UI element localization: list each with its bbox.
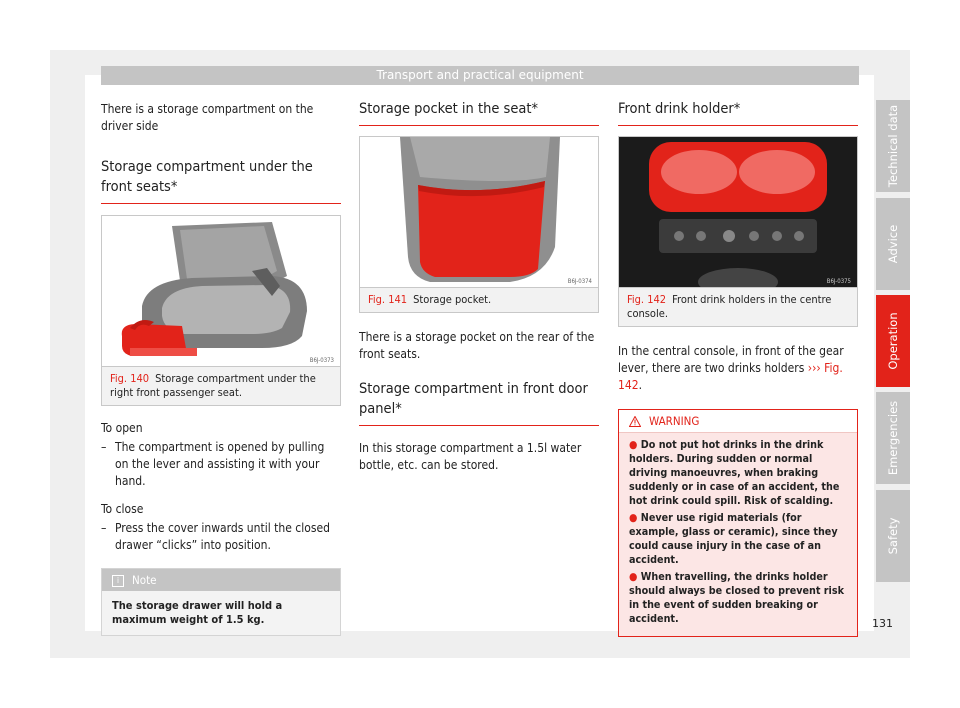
warning-header: WARNING (619, 410, 857, 433)
warning-box: WARNING ● Do not put hot drinks in the d… (618, 409, 858, 637)
figure-code: B6J-0374 (567, 278, 592, 285)
drink-holder-image: B6J-0375 (619, 137, 857, 288)
open-step: – The compartment is opened by pulling o… (101, 439, 341, 490)
drink-holder-text: In the central console, in front of the … (618, 343, 858, 394)
door-panel-text: In this storage compartment a 1.5l water… (359, 441, 582, 472)
bullet-icon: ● (629, 438, 638, 451)
pocket-text: There is a storage pocket on the rear of… (359, 330, 595, 361)
warning-body: ● Do not put hot drinks in the drink hol… (619, 433, 857, 636)
tab-label: Safety (886, 517, 900, 555)
figure-number: Fig. 142 (627, 293, 667, 306)
dash-marker: – (101, 521, 107, 535)
close-step-text: Press the cover inwards until the closed… (115, 521, 330, 552)
tab-label: Operation (886, 312, 900, 370)
bullet-icon: ● (629, 570, 638, 583)
figure-caption: Fig. 141 Storage pocket. (360, 288, 598, 312)
figure-number: Fig. 140 (110, 372, 150, 385)
tab-operation[interactable]: Operation (876, 295, 910, 387)
caption-text: Front drink holders in the centre consol… (627, 293, 832, 320)
tab-label: Technical data (886, 104, 900, 188)
close-title: To close (101, 502, 144, 516)
warning-item-text: Never use rigid materials (for example, … (629, 511, 838, 566)
intro-text: There is a storage compartment on the dr… (101, 102, 314, 133)
tab-safety[interactable]: Safety (876, 490, 910, 582)
heading-drink-holder: Front drink holder* (618, 99, 858, 126)
text-period: . (638, 378, 643, 392)
note-box: i Note The storage drawer will hold a max… (101, 568, 341, 636)
bullet-icon: ● (629, 511, 638, 524)
dash-marker: – (101, 440, 107, 454)
drink-holder-illustration (619, 137, 857, 287)
seat-drawer-image: B6J-0373 (102, 216, 340, 367)
warning-item-text: When travelling, the drinks holder shoul… (629, 570, 844, 625)
section-header: Transport and practical equipment (101, 66, 859, 85)
close-step: – Press the cover inwards until the clos… (101, 520, 341, 554)
seat-pocket-illustration (360, 137, 598, 287)
heading-under-seat: Storage compartment under the front seat… (101, 157, 341, 204)
figure-141: B6J-0374 Fig. 141 Storage pocket. (359, 136, 599, 313)
open-step-text: The compartment is opened by pulling on … (115, 440, 325, 488)
seat-drawer-illustration (102, 216, 340, 366)
warning-item: ● When travelling, the drinks holder sho… (629, 570, 847, 626)
note-text: The storage drawer will hold a maximum w… (102, 591, 340, 635)
warning-item: ● Do not put hot drinks in the drink hol… (629, 438, 847, 508)
warning-item: ● Never use rigid materials (for example… (629, 511, 847, 567)
drink-holder-text-main: In the central console, in front of the … (618, 344, 844, 375)
open-title: To open (101, 421, 143, 435)
tab-emergencies[interactable]: Emergencies (876, 392, 910, 484)
figure-code: B6J-0373 (309, 357, 334, 364)
warning-triangle-icon (628, 415, 642, 427)
column-2: Storage pocket in the seat* B6J-0374 Fig… (359, 95, 599, 474)
caption-text: Storage compartment under the right fron… (110, 372, 316, 399)
seat-pocket-image: B6J-0374 (360, 137, 598, 288)
page-number: 131 (872, 617, 893, 630)
info-icon: i (112, 574, 124, 587)
tab-label: Advice (886, 224, 900, 264)
ref-arrow[interactable]: ››› (807, 361, 821, 375)
warning-item-text: Do not put hot drinks in the drink holde… (629, 438, 840, 507)
tab-technical-data[interactable]: Technical data (876, 100, 910, 192)
heading-door-panel: Storage compartment in front door panel* (359, 379, 599, 426)
figure-code: B6J-0375 (826, 278, 851, 285)
caption-text: Storage pocket. (413, 293, 492, 306)
figure-number: Fig. 141 (368, 293, 408, 306)
tab-advice[interactable]: Advice (876, 198, 910, 290)
tab-label: Emergencies (886, 400, 900, 476)
heading-seat-pocket: Storage pocket in the seat* (359, 99, 599, 126)
note-title: Note (132, 573, 157, 587)
column-1: There is a storage compartment on the dr… (101, 95, 341, 636)
fig-142-link[interactable]: Fig. 142 (618, 361, 843, 392)
note-header: i Note (102, 569, 340, 591)
warning-title: WARNING (649, 414, 700, 428)
